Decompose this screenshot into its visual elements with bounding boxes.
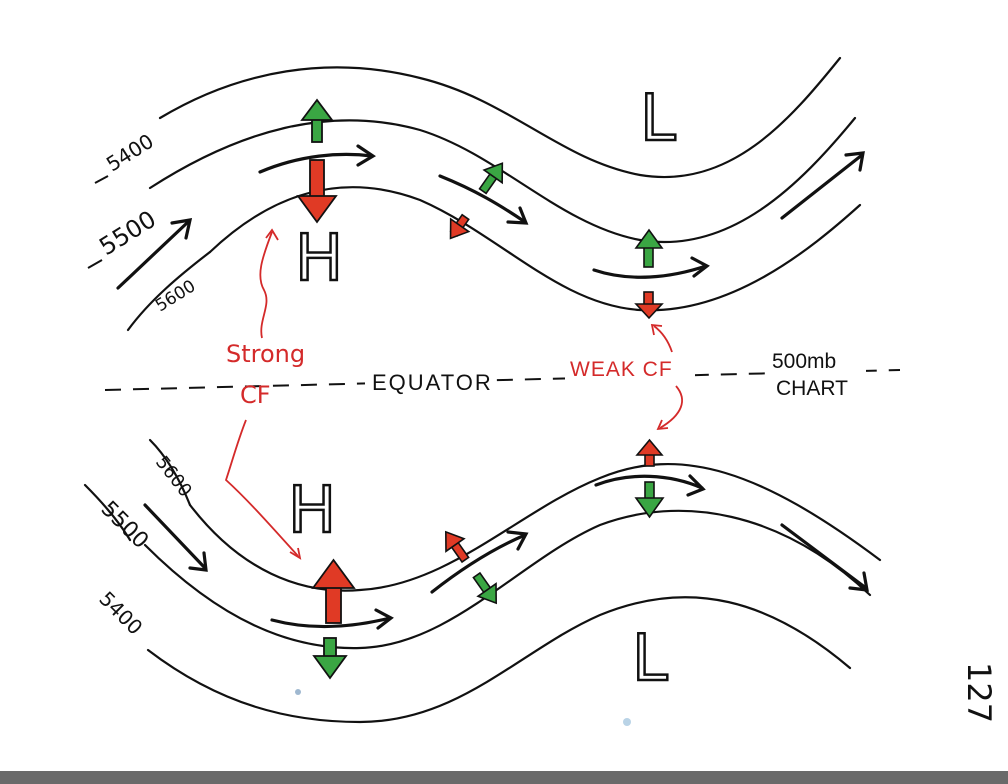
flow-arrow-head [506, 206, 529, 225]
red-up-arrow-big-south [311, 558, 356, 624]
flow-arrow [594, 474, 704, 490]
page-number: 127 [960, 662, 998, 723]
flow-arrow [430, 533, 527, 594]
contour-5600-south-lead [148, 438, 192, 507]
scan-speck [623, 718, 631, 726]
flow-arrow [592, 264, 708, 279]
scan-bottom-edge [0, 771, 1008, 784]
flow-arrow-head [188, 551, 208, 572]
vertical-arrows [296, 98, 665, 680]
weak-cf-pointer-up-head [650, 323, 663, 336]
flow-arrows-north [116, 144, 865, 290]
flow-arrows-south [143, 474, 869, 630]
strong-cf-pointer-up-head [265, 228, 279, 241]
flow-arrow-head [844, 151, 865, 172]
flow-arrow [143, 503, 207, 570]
strong-cf-pointer-down [224, 419, 299, 557]
strong-cf-pointer-up [259, 231, 273, 339]
flow-arrow-head [686, 474, 706, 497]
red-down-arrow-trough [634, 291, 664, 320]
green-up-arrow-trough [634, 228, 664, 268]
contour-5400-north [158, 56, 842, 179]
green-down-arrow-south [634, 481, 665, 519]
flow-arrow [270, 616, 392, 629]
high-pressure-north: H [295, 222, 343, 296]
strong-cf-line1: Strong [226, 340, 305, 368]
equator-label: EQUATOR [372, 370, 493, 395]
flow-arrow-head [506, 530, 529, 551]
scan-speck [295, 689, 301, 695]
weak-cf-pointer-up [653, 325, 673, 353]
red-up-arrow-south [635, 438, 664, 467]
strong-cf-pointer-down-head [289, 547, 302, 560]
chart-label-line2: CHART [776, 377, 848, 400]
flow-arrow-head [690, 256, 710, 278]
flow-arrow-head [848, 571, 869, 592]
high-pressure-south: H [288, 474, 336, 548]
flow-arrow-head [170, 218, 193, 240]
flow-arrow [116, 220, 190, 290]
contour-5400-south [146, 596, 852, 724]
contour-label-5600-north: 5600 [152, 276, 199, 316]
contour-5600-north-tail [126, 250, 212, 332]
red-down-arrow [296, 159, 338, 224]
contour-label-5600-south: 5600 [151, 452, 196, 501]
red-diag-arrow-south [445, 530, 470, 564]
flow-arrow [438, 174, 527, 224]
contour-5500-north [148, 116, 857, 244]
flow-arrow [258, 152, 374, 174]
red-diag-arrow [449, 213, 471, 240]
flow-arrow [780, 153, 864, 220]
flow-arrow [780, 523, 868, 590]
low-pressure-south: L [632, 622, 668, 696]
low-pressure-north: L [640, 82, 676, 156]
equator-line [104, 369, 901, 391]
green-diag-arrow-south [472, 571, 497, 605]
contour-5500-south [143, 509, 872, 650]
green-diag-arrow [478, 162, 504, 195]
weak-cf-label: WEAK CF [570, 358, 673, 381]
contour-5600-south [188, 462, 882, 592]
strong-cf-line2: CF [240, 381, 271, 409]
flow-arrow-head [374, 608, 394, 630]
green-up-arrow [300, 98, 334, 143]
weak-cf-pointer-down [659, 385, 683, 429]
contour-label-5500-north: 5500 [94, 205, 161, 261]
flow-arrow-head [356, 144, 376, 167]
contour-label-5400-south: 5400 [94, 587, 147, 640]
contour-left-stub [83, 483, 132, 542]
green-down-arrow-big-south [312, 637, 348, 680]
weak-cf-pointer-down-head [656, 419, 669, 431]
contour-label-5400-north: 5400 [102, 129, 158, 176]
chart-label-line1: 500mb [772, 350, 836, 373]
